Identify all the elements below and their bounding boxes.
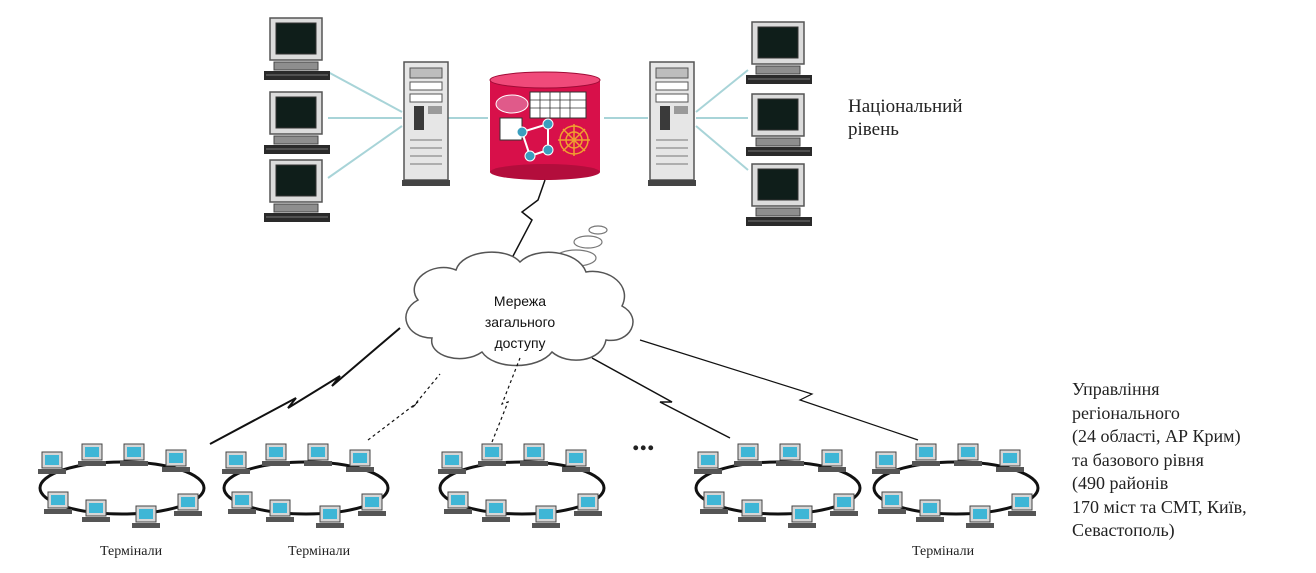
terminal-computer-icon bbox=[871, 451, 901, 475]
terminal-group bbox=[37, 443, 206, 529]
regional-line-2: регіонального bbox=[1072, 402, 1180, 423]
regional-line-6: 170 міст та СМТ, Київ, bbox=[1072, 496, 1247, 517]
lightning-link-icon bbox=[209, 327, 401, 445]
monitor-icon bbox=[745, 21, 813, 85]
terminal-computer-icon bbox=[693, 451, 723, 475]
server-tower-icon bbox=[401, 61, 451, 187]
monitor-icon bbox=[745, 93, 813, 157]
terminal-computer-icon bbox=[561, 449, 591, 473]
terminal-computer-icon bbox=[357, 493, 387, 517]
lightning-link-icon bbox=[491, 357, 521, 443]
national-label-line2: рівень bbox=[848, 118, 899, 140]
terminal-computer-icon bbox=[221, 451, 251, 475]
terminal-computer-icon bbox=[265, 499, 295, 523]
lightning-link-icon bbox=[639, 339, 919, 441]
monitor-icon bbox=[263, 159, 331, 223]
terminal-computer-icon bbox=[995, 449, 1025, 473]
network-label-line1: Мережа bbox=[494, 293, 546, 309]
terminals-caption: Термінали bbox=[912, 544, 975, 559]
terminal-computer-icon bbox=[915, 499, 945, 523]
regional-line-4: та базового рівня bbox=[1072, 449, 1204, 470]
network-label-line3: доступу bbox=[494, 335, 545, 351]
terminal-computer-icon bbox=[437, 451, 467, 475]
terminal-computer-icon bbox=[477, 443, 507, 467]
terminal-group bbox=[221, 443, 390, 529]
terminal-computer-icon bbox=[775, 443, 805, 467]
terminal-computer-icon bbox=[303, 443, 333, 467]
terminal-group bbox=[693, 443, 862, 529]
regional-level-label: Управління регіонального (24 області, АР… bbox=[1072, 378, 1247, 543]
terminal-computer-icon bbox=[43, 491, 73, 515]
terminal-computer-icon bbox=[911, 443, 941, 467]
lightning-link-icon bbox=[367, 373, 441, 441]
terminal-computer-icon bbox=[443, 491, 473, 515]
server-tower-icon bbox=[647, 61, 697, 187]
terminal-computer-icon bbox=[519, 443, 549, 467]
network-label-line2: загального bbox=[485, 314, 556, 330]
terminal-computer-icon bbox=[81, 499, 111, 523]
network-cloud-icon bbox=[405, 251, 634, 367]
national-links bbox=[327, 69, 749, 179]
monitor-icon bbox=[263, 17, 331, 81]
terminal-computer-icon bbox=[953, 443, 983, 467]
terminal-computer-icon bbox=[315, 505, 345, 529]
terminal-computer-icon bbox=[531, 505, 561, 529]
terminal-computer-icon bbox=[37, 451, 67, 475]
terminal-computer-icon bbox=[261, 443, 291, 467]
terminal-computer-icon bbox=[345, 449, 375, 473]
terminal-computer-icon bbox=[481, 499, 511, 523]
terminal-computer-icon bbox=[733, 443, 763, 467]
terminal-computer-icon bbox=[173, 493, 203, 517]
terminals-caption: Термінали bbox=[288, 544, 351, 559]
terminal-computer-icon bbox=[131, 505, 161, 529]
regional-line-7: Севастополь) bbox=[1072, 520, 1175, 540]
terminal-computer-icon bbox=[817, 449, 847, 473]
regional-line-5: (490 районів bbox=[1072, 473, 1169, 493]
lightning-link-icon bbox=[511, 179, 546, 259]
regional-line-1: Управління bbox=[1072, 379, 1160, 399]
terminal-computer-icon bbox=[161, 449, 191, 473]
national-level-label: Національний рівень bbox=[848, 96, 963, 142]
terminal-computer-icon bbox=[77, 443, 107, 467]
ellipsis-more-groups: ... bbox=[632, 424, 655, 457]
terminal-computer-icon bbox=[965, 505, 995, 529]
terminal-computer-icon bbox=[699, 491, 729, 515]
terminal-computer-icon bbox=[737, 499, 767, 523]
database-cylinder-icon bbox=[489, 71, 601, 180]
regional-line-3: (24 області, АР Крим) bbox=[1072, 426, 1241, 446]
terminal-computer-icon bbox=[1007, 493, 1037, 517]
terminal-computer-icon bbox=[877, 491, 907, 515]
terminal-group bbox=[437, 443, 606, 529]
terminal-group bbox=[871, 443, 1040, 529]
terminal-computer-icon bbox=[573, 493, 603, 517]
lightning-link-icon bbox=[591, 357, 731, 439]
terminal-computer-icon bbox=[119, 443, 149, 467]
national-label-line1: Національний bbox=[848, 96, 963, 117]
terminal-computer-icon bbox=[829, 493, 859, 517]
monitor-icon bbox=[263, 91, 331, 155]
monitor-icon bbox=[745, 163, 813, 227]
terminal-computer-icon bbox=[787, 505, 817, 529]
terminal-computer-icon bbox=[227, 491, 257, 515]
terminals-caption: Термінали bbox=[100, 544, 163, 559]
